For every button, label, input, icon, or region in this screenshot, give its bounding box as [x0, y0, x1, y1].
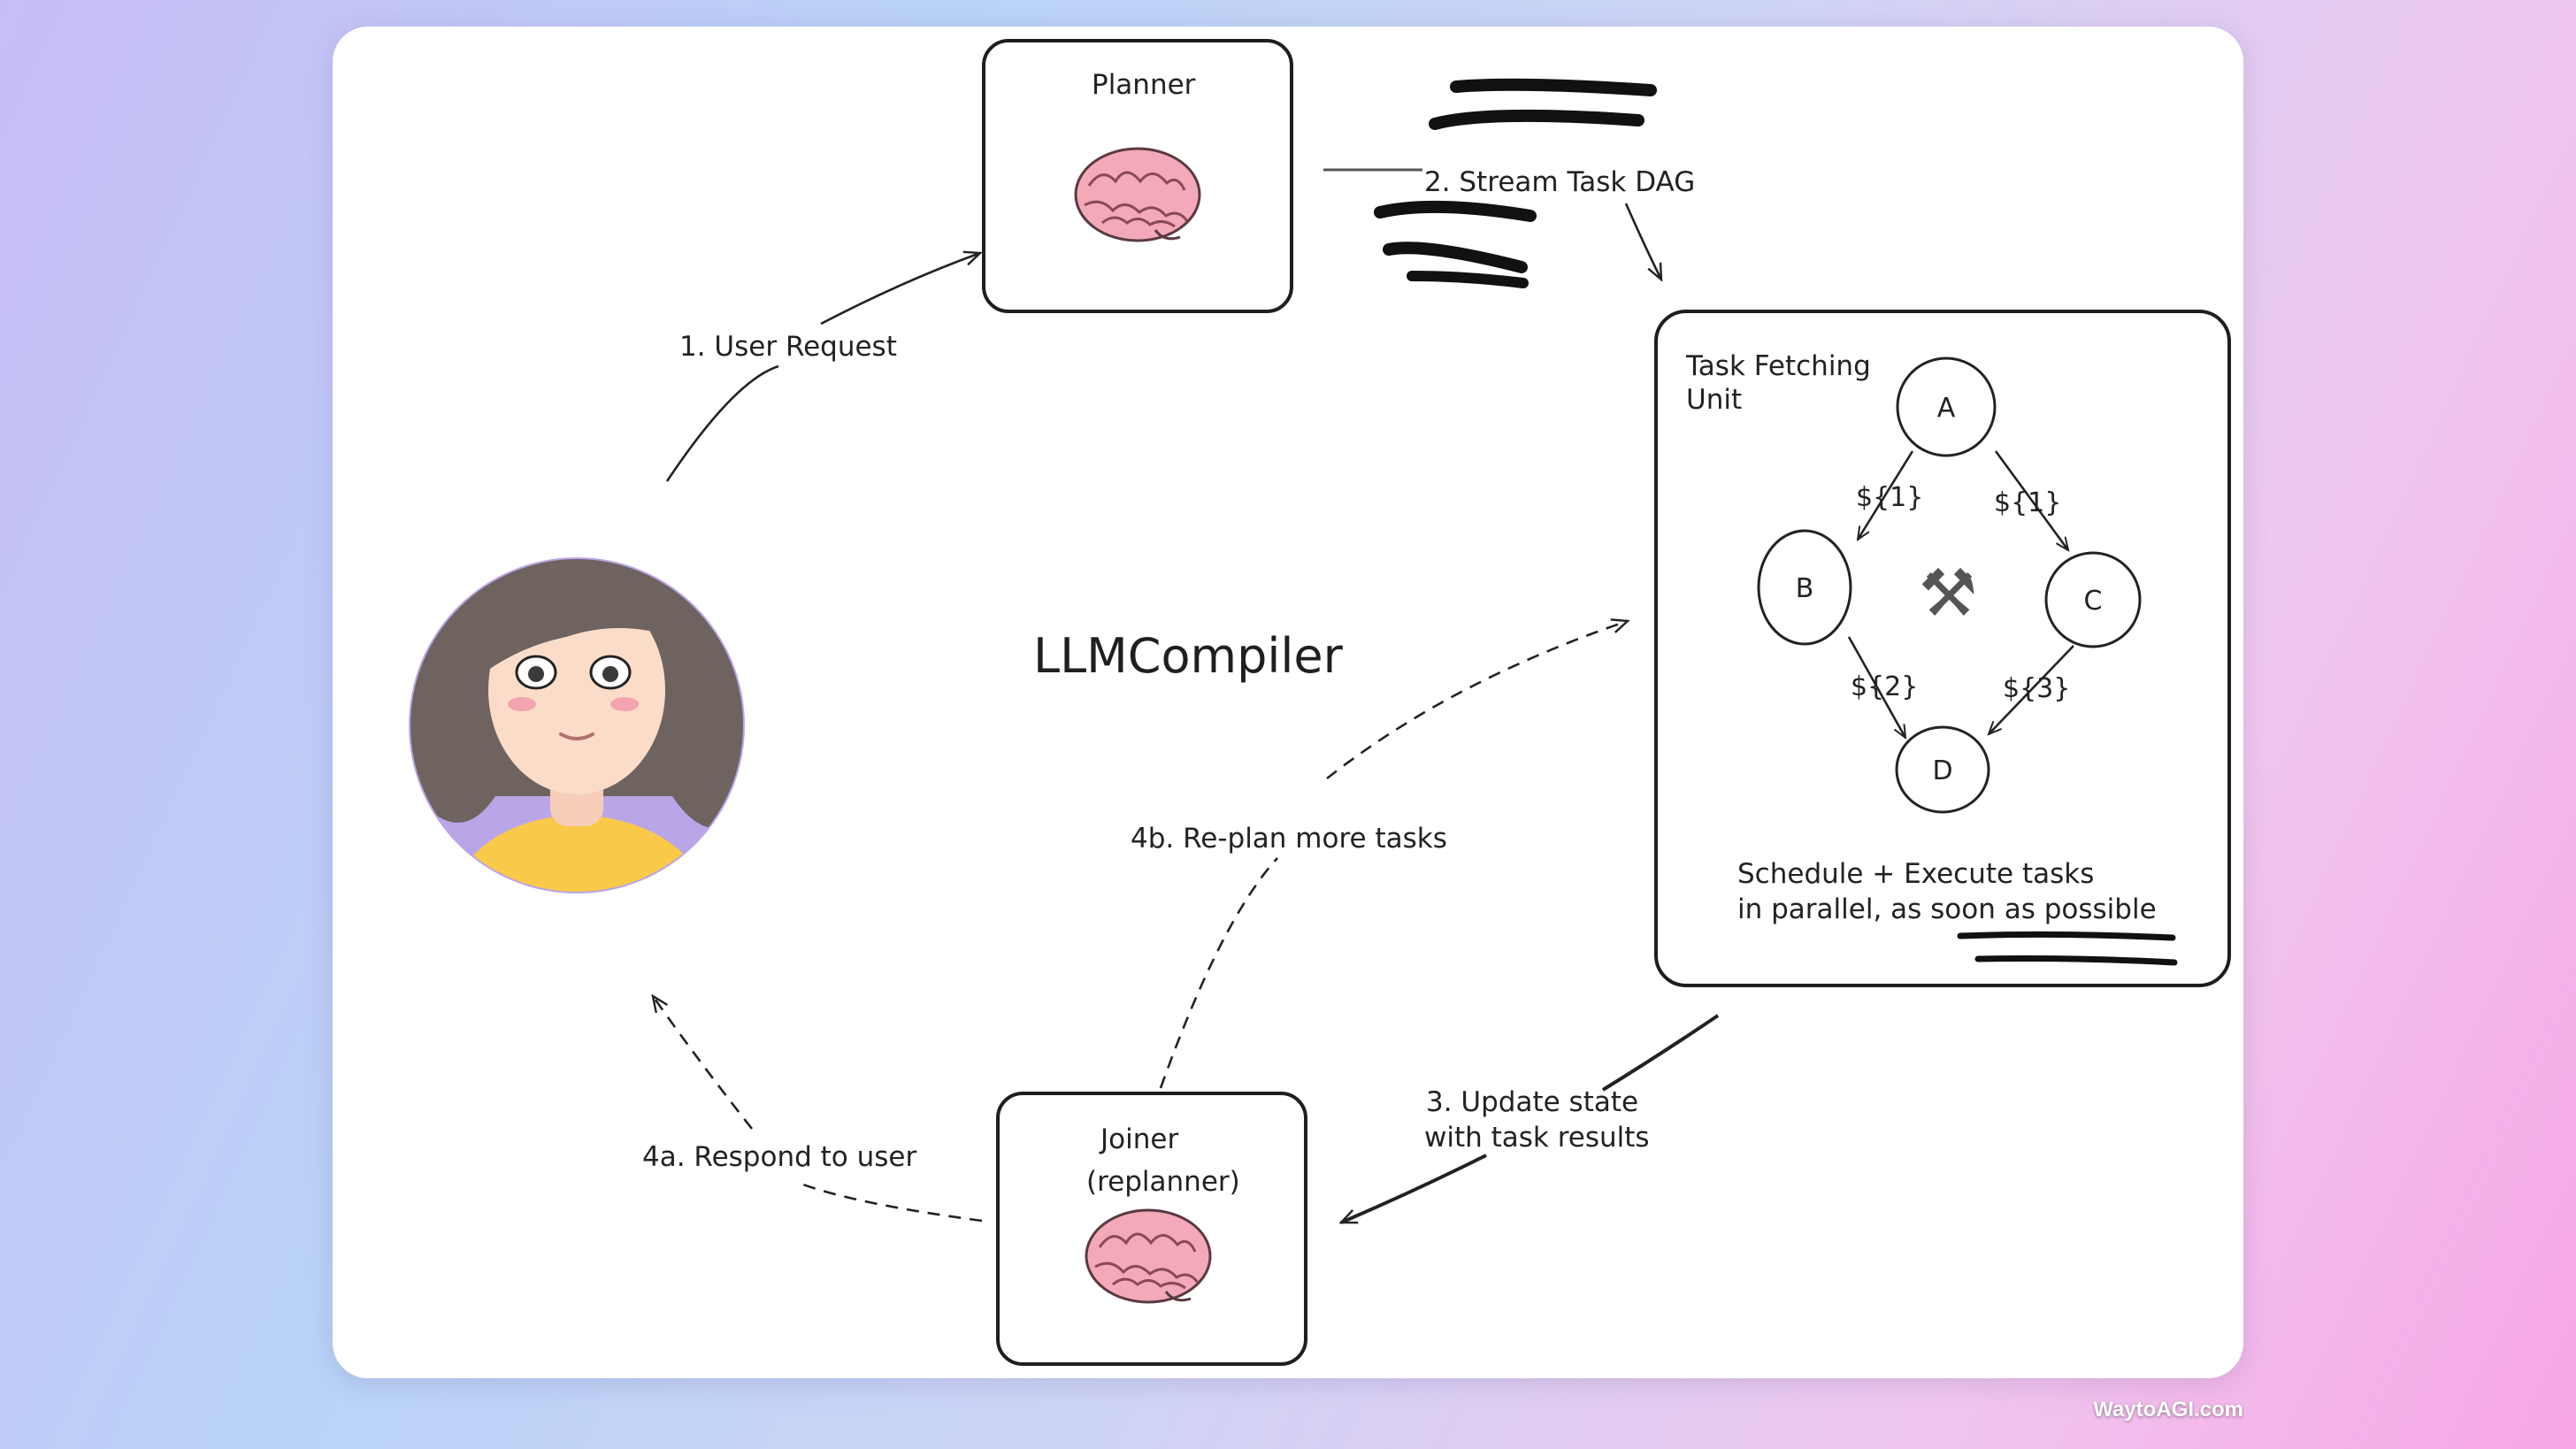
dag-edge-a-c: [1994, 450, 2068, 550]
emphasis-underline: [1957, 931, 2176, 941]
tfu-note-line1: Schedule + Execute tasks: [1737, 858, 2094, 890]
watermark: WaytoAGI.com: [2093, 1398, 2243, 1422]
svg-text:A: A: [1937, 393, 1956, 424]
arrow-replan-lower: [1159, 857, 1278, 1089]
dag-edge-b-d: [1847, 636, 1905, 738]
tfu-label-line1: Task Fetching: [1685, 350, 1871, 382]
step-replan: 4b. Re-plan more tasks: [1131, 823, 1447, 855]
tfu-label-line2: Unit: [1686, 384, 1742, 416]
emphasis-underline: [1974, 955, 2178, 966]
dag-node-c: C: [2044, 551, 2142, 648]
dag-edge-label-b-d: ${2}: [1851, 671, 1918, 702]
dag-edge-label-a-c: ${1}: [1994, 487, 2061, 518]
step-stream-task-dag: 2. Stream Task DAG: [1424, 166, 1695, 198]
joiner-sublabel: (replanner): [1086, 1166, 1240, 1198]
user-avatar: [409, 557, 745, 893]
arrow-stream-dag-head: [1624, 203, 1661, 280]
dag-edge-label-a-b: ${1}: [1856, 482, 1923, 513]
task-fetching-unit-box: Task Fetching Unit ${1} ${1} ${2} ${3} A…: [1654, 310, 2231, 987]
brain-icon: [1085, 1208, 1212, 1304]
stream-scribble: [1374, 78, 1657, 288]
diagram-title: LLMCompiler: [1033, 628, 1344, 684]
svg-text:B: B: [1796, 573, 1814, 604]
dag-edge-a-b: [1858, 450, 1914, 540]
dag-edge-c-d: [1989, 645, 2074, 734]
joiner-box: Joiner (replanner): [996, 1092, 1307, 1366]
arrow-update-state-head: [1341, 1154, 1487, 1224]
arrow-update-state-top: [1601, 1014, 1720, 1092]
arrow-user-request-head: [820, 253, 980, 326]
step-respond-to-user: 4a. Respond to user: [642, 1141, 916, 1173]
svg-text:D: D: [1932, 755, 1952, 786]
step-user-request: 1. User Request: [679, 331, 897, 363]
step-update-state-line1: 3. Update state: [1426, 1086, 1638, 1118]
dag-edge-label-c-d: ${3}: [2003, 673, 2070, 704]
dag-node-d: D: [1895, 725, 1990, 814]
tfu-note-line2: in parallel, as soon as possible: [1737, 893, 2157, 925]
hammer-and-wrench-icon: ⚒: [1919, 556, 1977, 632]
arrow-respond-head: [653, 996, 754, 1130]
svg-text:C: C: [2084, 586, 2103, 617]
joiner-label: Joiner: [1099, 1123, 1178, 1155]
step-update-state-line2: with task results: [1424, 1122, 1650, 1154]
dag-node-b: B: [1757, 529, 1852, 646]
planner-label: Planner: [1092, 69, 1196, 101]
dag-node-a: A: [1896, 356, 1997, 457]
arrow-replan-head: [1326, 621, 1628, 780]
arrow-respond-lower: [795, 1180, 983, 1223]
arrow-user-request: [665, 364, 779, 482]
planner-box: Planner: [982, 39, 1293, 313]
brain-icon: [1074, 147, 1201, 242]
